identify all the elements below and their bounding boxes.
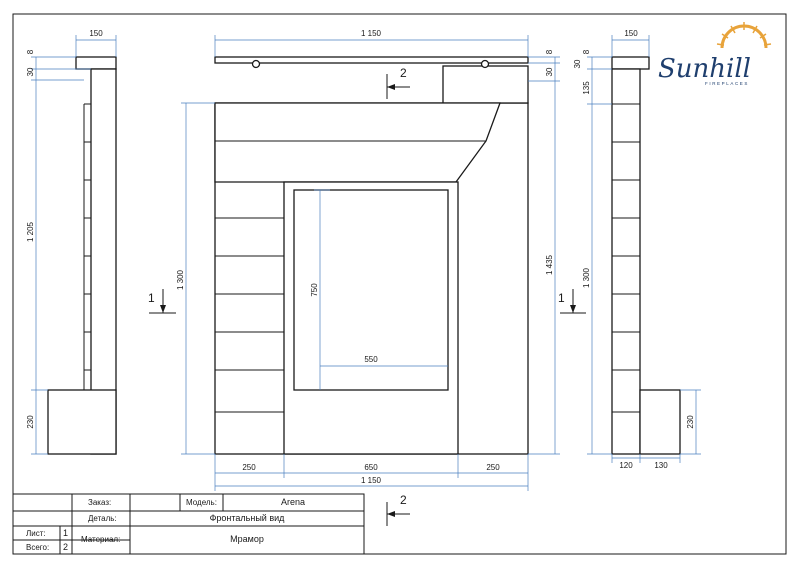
left-view-shelf-label: 30 bbox=[26, 67, 35, 76]
right-view-base bbox=[639, 389, 681, 455]
front-view-mantel bbox=[214, 102, 501, 183]
front-view-total-width-label: 1 150 bbox=[361, 476, 382, 485]
sheet-value: 1 bbox=[63, 528, 68, 538]
model-value: Arena bbox=[281, 497, 305, 507]
front-view-top-thickness-label: 8 bbox=[545, 49, 554, 54]
section-mark-front-left-label: 1 bbox=[148, 291, 155, 305]
left-view-base-label: 230 bbox=[26, 415, 35, 429]
order-label: Заказ: bbox=[88, 498, 111, 507]
section-mark-right-view-label: 1 bbox=[558, 291, 565, 305]
section-mark-titleblock-label: 2 bbox=[400, 493, 407, 507]
front-view-middle-label: 650 bbox=[364, 463, 378, 472]
left-view-cladding-ribs bbox=[83, 103, 91, 390]
front-view-top-width-label: 1 150 bbox=[361, 29, 382, 38]
left-view-base bbox=[47, 389, 117, 455]
front-view-side-left-label: 250 bbox=[242, 463, 256, 472]
left-side-view: 150 8 30 1 205 230 bbox=[26, 29, 117, 455]
right-view-step-label: 135 bbox=[582, 81, 591, 95]
right-view-body bbox=[611, 68, 641, 455]
right-view-base-label: 230 bbox=[686, 415, 695, 429]
section-mark-front-left: 1 bbox=[148, 289, 176, 314]
front-view-outer-dimensions bbox=[181, 35, 560, 491]
section-mark-front-top-label: 2 bbox=[400, 66, 407, 80]
model-label: Модель: bbox=[186, 498, 217, 507]
logo-wordmark: Sunhill bbox=[658, 54, 751, 84]
left-view-top-width-label: 150 bbox=[89, 29, 103, 38]
right-view-dimensions bbox=[587, 35, 701, 463]
front-view: 750 550 1 150 1 300 1 435 8 30 250 bbox=[148, 29, 560, 491]
detail-label: Деталь: bbox=[88, 514, 117, 523]
left-view-top-thickness-label: 8 bbox=[26, 49, 35, 54]
title-block: Заказ: Модель: Arena Деталь: Фронтальный… bbox=[12, 493, 365, 555]
material-value: Мрамор bbox=[230, 534, 264, 544]
front-view-shelf-bracket-right bbox=[480, 59, 490, 69]
front-view-left-pilaster-ribs bbox=[215, 217, 284, 413]
right-view-base-w1-label: 120 bbox=[619, 461, 633, 470]
right-view-cladding-ribs bbox=[612, 103, 641, 413]
sunhill-logo: Sunhill FIREPLACES bbox=[658, 22, 772, 86]
front-view-height-right-label: 1 435 bbox=[545, 254, 554, 275]
front-view-shelf-label: 30 bbox=[545, 67, 554, 76]
left-view-dimensions bbox=[31, 35, 117, 455]
front-view-shelf-bracket-left bbox=[251, 59, 261, 69]
right-view-top-width-label: 150 bbox=[624, 29, 638, 38]
left-view-height-label: 1 205 bbox=[26, 221, 35, 242]
front-view-back-panel bbox=[442, 65, 529, 104]
detail-value: Фронтальный вид bbox=[210, 513, 286, 523]
right-side-view: 150 8 30 135 1 300 230 120 130 1 bbox=[558, 29, 701, 470]
right-view-top-thickness-label: 8 bbox=[582, 49, 591, 54]
front-view-top-shelf bbox=[214, 56, 529, 64]
sheet-label: Лист: bbox=[26, 529, 46, 538]
sheet-border bbox=[12, 13, 787, 555]
front-view-side-right-label: 250 bbox=[486, 463, 500, 472]
total-value: 2 bbox=[63, 542, 68, 552]
section-mark-titleblock: 2 bbox=[386, 493, 410, 526]
front-view-height-left-label: 1 300 bbox=[176, 269, 185, 290]
left-view-top-slab bbox=[75, 56, 117, 70]
material-label: Материал: bbox=[81, 535, 120, 544]
front-view-opening-width-label: 550 bbox=[364, 355, 378, 364]
total-label: Всего: bbox=[26, 543, 49, 552]
logo-tagline: FIREPLACES bbox=[705, 81, 749, 86]
sun-icon bbox=[716, 22, 772, 49]
section-mark-right-view: 1 bbox=[558, 289, 586, 314]
right-view-top-slab bbox=[611, 56, 650, 70]
right-view-height-label: 1 300 bbox=[582, 267, 591, 288]
section-mark-front-top: 2 bbox=[386, 66, 410, 99]
right-view-shelf-label: 30 bbox=[573, 59, 582, 68]
right-view-base-w2-label: 130 bbox=[654, 461, 668, 470]
front-view-opening-height-label: 750 bbox=[310, 283, 319, 297]
front-view-opening-dimensions bbox=[314, 189, 448, 390]
